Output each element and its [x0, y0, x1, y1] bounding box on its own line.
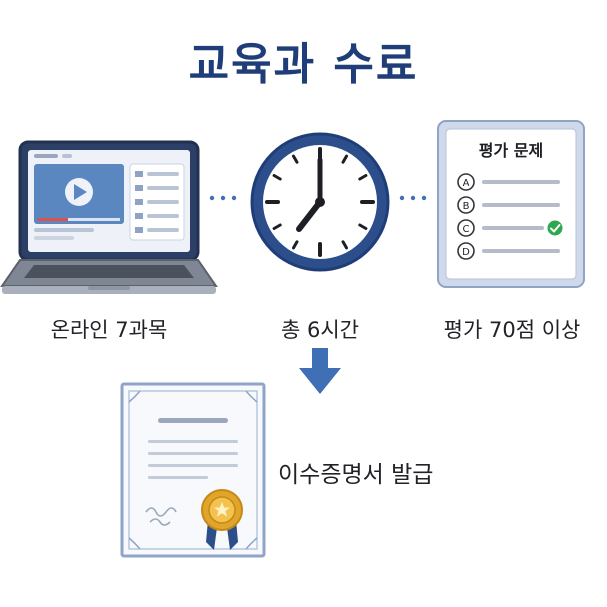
quiz-option-a: A	[457, 173, 560, 191]
quiz-sheet-icon: 평가 문제 A B C D	[437, 120, 585, 288]
connector-dots-left	[209, 195, 237, 201]
quiz-option-b: B	[457, 196, 560, 214]
quiz-option-c: C	[457, 219, 563, 237]
svg-text:C: C	[463, 224, 470, 235]
connector-dots-right	[399, 195, 427, 201]
check-icon	[547, 220, 563, 236]
step-label-online-courses: 온라인 7과목	[50, 318, 168, 342]
medal-icon	[201, 489, 243, 550]
quiz-option-d: D	[457, 242, 560, 260]
svg-text:B: B	[463, 201, 470, 212]
svg-text:D: D	[462, 247, 470, 258]
laptop-video-icon	[0, 140, 218, 294]
svg-text:A: A	[463, 178, 470, 189]
quiz-heading: 평가 문제	[479, 141, 543, 160]
certificate-icon	[120, 382, 266, 558]
step-label-total-hours: 총 6시간	[281, 318, 359, 342]
step-label-passing-score: 평가 70점 이상	[443, 318, 581, 342]
clock-icon	[250, 132, 390, 272]
arrow-down-icon	[299, 348, 341, 394]
result-label-certificate: 이수증명서 발급	[278, 462, 434, 488]
diagram-title: 교육과 수료	[188, 39, 419, 90]
